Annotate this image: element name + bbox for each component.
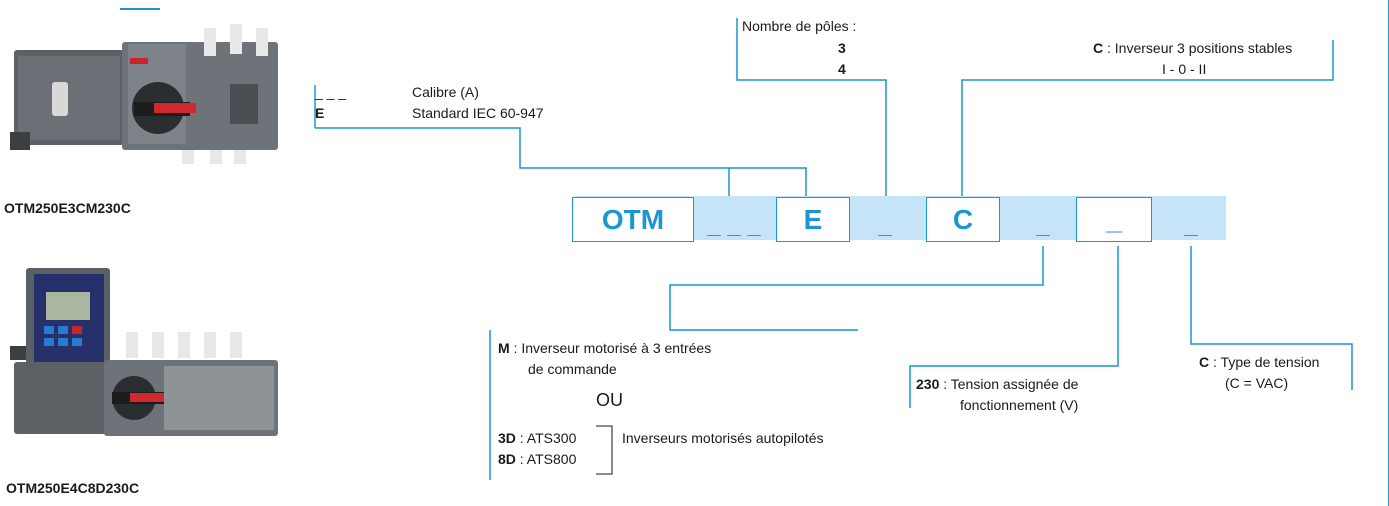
ats300-line: 3D : ATS300	[498, 430, 576, 446]
inverseur-code: C	[1093, 40, 1104, 56]
motor-line2: de commande	[528, 361, 617, 377]
tension-line2: (C = VAC)	[1225, 375, 1289, 391]
tension-line1: C : Type de tension	[1199, 354, 1319, 370]
product-photo-otm250e3cm230c	[10, 24, 278, 164]
motor-line1: M : Inverseur motorisé à 3 entrées	[498, 340, 711, 356]
product-label-2: OTM250E4C8D230C	[6, 480, 140, 496]
code-c-box: C	[926, 197, 1000, 242]
calibre-e-text: Standard IEC 60-947	[412, 105, 544, 121]
calibre-e-code: E	[315, 105, 325, 121]
motor-code: M	[498, 340, 510, 356]
ats-note: Inverseurs motorisés autopilotés	[622, 430, 824, 446]
voltage-line2: fonctionnement (V)	[960, 397, 1079, 413]
product-label-1: OTM250E3CM230C	[4, 200, 131, 216]
code-e-box: E	[776, 197, 850, 242]
code-tension-segment: _	[1184, 212, 1198, 239]
inverseur-text: : Inverseur 3 positions stables	[1103, 40, 1293, 56]
poles-value-3: 3	[838, 40, 846, 56]
code-calibre-segment: _ _ _	[707, 212, 761, 239]
ats300-text: : ATS300	[515, 430, 577, 446]
motor-or: OU	[596, 390, 623, 410]
ats300-code: 3D	[498, 430, 516, 446]
calibre-text: Calibre (A)	[412, 84, 479, 100]
code-voltage-box: _	[1076, 197, 1152, 242]
code-otm-box: OTM	[572, 197, 694, 242]
voltage-code: 230	[916, 376, 940, 392]
tension-code: C	[1199, 354, 1210, 370]
calibre-placeholder: _ _ _	[315, 84, 347, 100]
code-poles-segment: _	[878, 212, 892, 239]
voltage-line1: 230 : Tension assignée de	[916, 376, 1078, 392]
poles-value-4: 4	[838, 61, 846, 77]
ats800-code: 8D	[498, 451, 516, 467]
tension-line1-text: : Type de tension	[1209, 354, 1320, 370]
motor-line1-text: : Inverseur motorisé à 3 entrées	[509, 340, 712, 356]
inverseur-positions: I - 0 - II	[1162, 61, 1207, 77]
voltage-line1-text: : Tension assignée de	[939, 376, 1079, 392]
title-underline	[120, 0, 160, 10]
ats800-text: : ATS800	[515, 451, 577, 467]
poles-title: Nombre de pôles :	[742, 18, 857, 34]
product-photo-otm250e4c8d230c	[10, 268, 278, 436]
inverseur-line: C : Inverseur 3 positions stables	[1093, 40, 1292, 56]
ats800-line: 8D : ATS800	[498, 451, 576, 467]
code-motor-segment: _	[1036, 212, 1050, 239]
